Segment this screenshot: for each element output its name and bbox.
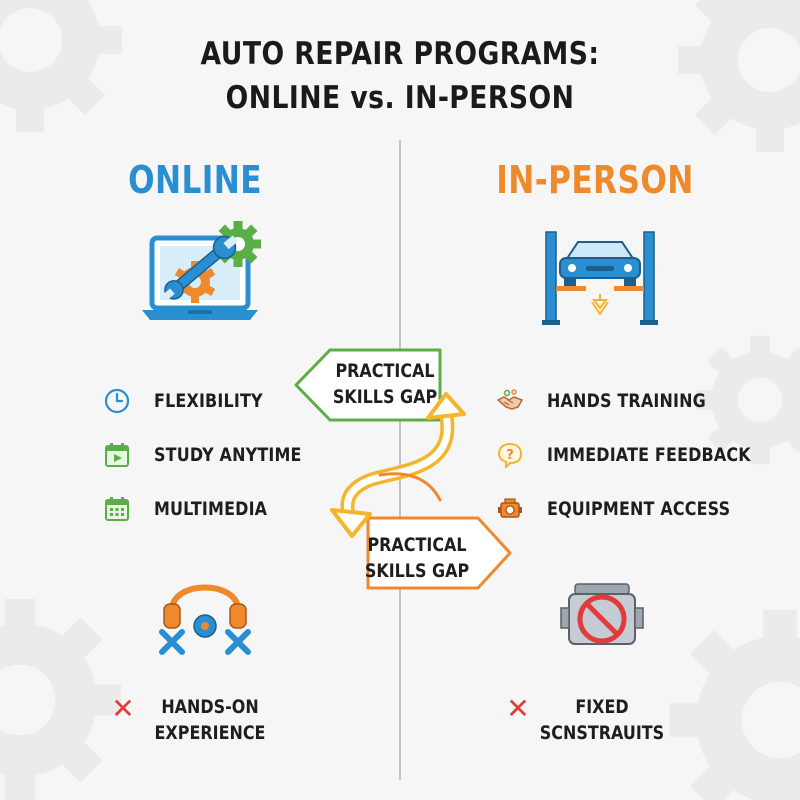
question-bubble-icon: ? xyxy=(497,442,523,468)
gap-top-line-1: PRACTICAL xyxy=(335,360,435,382)
feature-label: FLEXIBILITY xyxy=(154,390,263,412)
title-line-1: AUTO REPAIR PROGRAMS: xyxy=(200,36,600,72)
online-con-x-icon: ✕ xyxy=(111,692,135,725)
inperson-con-label: FIXED SCNSTRAUITS xyxy=(518,694,686,746)
inperson-feature-immediate-feedback: ? IMMEDIATE FEEDBACK xyxy=(497,440,790,470)
engine-icon xyxy=(498,498,522,518)
gap-bottom-line-2: SKILLS GAP xyxy=(364,560,470,582)
feature-label: STUDY ANYTIME xyxy=(154,444,302,466)
headphones-gear-icon xyxy=(159,584,251,655)
laptop-wrench-gear-icon xyxy=(142,221,261,320)
online-con-label: HANDS-ON EXPERIENCE xyxy=(126,694,294,746)
inperson-con-line-2: SCNSTRAUITS xyxy=(539,722,665,744)
feature-label: EQUIPMENT ACCESS xyxy=(547,498,731,520)
skills-gap-top-label: PRACTICAL SKILLS GAP xyxy=(322,358,448,410)
inperson-feature-equipment-access: EQUIPMENT ACCESS xyxy=(497,494,765,524)
car-lift-icon xyxy=(542,231,658,325)
gap-bottom-line-1: PRACTICAL xyxy=(367,534,467,556)
feature-label: IMMEDIATE FEEDBACK xyxy=(547,444,751,466)
page-title: AUTO REPAIR PROGRAMS: ONLINE vs. IN-PERS… xyxy=(56,32,744,120)
svg-text:?: ? xyxy=(506,448,514,463)
no-engine-icon xyxy=(560,583,644,645)
feature-label: MULTIMEDIA xyxy=(154,498,268,520)
clock-icon xyxy=(104,388,130,414)
video-calendar-icon xyxy=(105,443,129,467)
online-feature-flexibility: FLEXIBILITY xyxy=(104,386,283,416)
center-divider xyxy=(399,140,401,780)
gap-top-line-2: SKILLS GAP xyxy=(332,386,438,408)
inperson-con-x-icon: ✕ xyxy=(506,692,530,725)
online-heading: ONLINE xyxy=(128,158,262,202)
feature-label: HANDS TRAINING xyxy=(547,390,706,412)
inperson-con-line-1: FIXED xyxy=(575,696,629,718)
handshake-icon xyxy=(497,389,523,410)
title-line-2: ONLINE vs. IN-PERSON xyxy=(225,80,575,116)
calendar-icon xyxy=(105,497,129,521)
online-con-line-2: EXPERIENCE xyxy=(154,722,266,744)
skills-gap-bottom-label: PRACTICAL SKILLS GAP xyxy=(354,532,480,584)
inperson-feature-hands-training: HANDS TRAINING xyxy=(497,386,736,416)
online-feature-multimedia: MULTIMEDIA xyxy=(104,494,289,524)
online-con-line-1: HANDS-ON xyxy=(161,696,259,718)
online-feature-study-anytime: STUDY ANYTIME xyxy=(104,440,330,470)
inperson-heading: IN-PERSON xyxy=(496,158,694,202)
